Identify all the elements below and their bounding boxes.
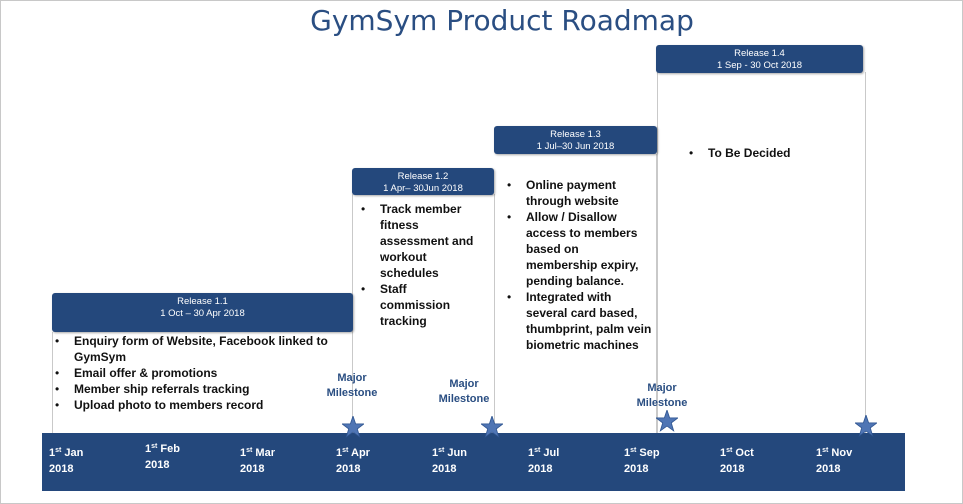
month-year: 2018 [145, 459, 170, 471]
milestone-line1: Major [647, 382, 677, 394]
release-1-3-header: Release 1.3 1 Jul–30 Jun 2018 [494, 126, 657, 154]
month-year: 2018 [624, 463, 649, 475]
month-name: Nov [831, 447, 853, 459]
major-milestone-label: Major Milestone [434, 377, 494, 407]
month-day: 1 [720, 447, 727, 459]
month-name: Oct [735, 447, 754, 459]
release-dates: 1 Sep - 30 Oct 2018 [716, 60, 803, 71]
major-milestone-label: Major Milestone [632, 381, 692, 411]
release-1-4-connector-left [657, 72, 658, 433]
release-1-3-items: Online payment through website Allow / D… [503, 177, 653, 353]
month-year: 2018 [49, 463, 74, 475]
month-name: Jul [543, 447, 560, 459]
release-1-1-items: Enquiry form of Website, Facebook linked… [51, 333, 351, 413]
month-label-apr: 1st Apr 2018 [336, 445, 370, 477]
release-item: To Be Decided [685, 145, 855, 161]
month-label-jan: 1st Jan 2018 [49, 445, 83, 477]
release-dates: 1 Jul–30 Jun 2018 [536, 141, 615, 152]
release-1-1-header: Release 1.1 1 Oct – 30 Apr 2018 [52, 293, 353, 332]
release-item: Staff commission tracking [357, 281, 477, 329]
month-suffix: st [246, 447, 253, 454]
milestone-star-icon [342, 416, 364, 438]
release-dates: 1 Oct – 30 Apr 2018 [160, 308, 245, 319]
month-day: 1 [528, 447, 535, 459]
release-1-3-connector [656, 154, 657, 433]
release-name: Release 1.1 [177, 296, 228, 307]
milestone-star-icon [855, 415, 877, 437]
month-name: Mar [255, 447, 275, 459]
release-dates: 1 Apr– 30Jun 2018 [383, 183, 463, 194]
month-year: 2018 [240, 463, 265, 475]
release-item: Email offer & promotions [51, 365, 351, 381]
milestone-line1: Major [449, 378, 479, 390]
month-suffix: st [726, 447, 733, 454]
month-suffix: st [822, 447, 829, 454]
release-item: Track member fitness assessment and work… [357, 201, 477, 281]
month-day: 1 [624, 447, 631, 459]
month-name: Sep [639, 447, 660, 459]
month-label-jul: 1st Jul 2018 [528, 445, 559, 477]
release-1-2-items: Track member fitness assessment and work… [357, 201, 477, 329]
month-suffix: st [534, 447, 541, 454]
release-1-2-header: Release 1.2 1 Apr– 30Jun 2018 [352, 168, 494, 195]
timeline-bar [42, 433, 905, 491]
major-milestone-label: Major Milestone [322, 371, 382, 401]
release-item: Allow / Disallow access to members based… [503, 209, 653, 289]
milestone-line2: Milestone [326, 387, 378, 399]
month-label-sep: 1st Sep 2018 [624, 445, 660, 477]
month-name: Feb [160, 443, 180, 455]
month-suffix: st [342, 447, 349, 454]
release-item: Upload photo to members record [51, 397, 351, 413]
milestone-star-icon [656, 410, 678, 432]
release-name: Release 1.3 [550, 129, 601, 140]
month-suffix: st [151, 443, 158, 450]
month-name: Jan [64, 447, 84, 459]
roadmap-title: GymSym Product Roadmap [310, 4, 694, 37]
month-suffix: st [438, 447, 445, 454]
release-item: Enquiry form of Website, Facebook linked… [51, 333, 351, 365]
month-year: 2018 [528, 463, 553, 475]
month-label-mar: 1st Mar 2018 [240, 445, 275, 477]
month-day: 1 [816, 447, 823, 459]
month-year: 2018 [336, 463, 361, 475]
month-name: Jun [447, 447, 467, 459]
month-label-nov: 1st Nov 2018 [816, 445, 852, 477]
month-day: 1 [336, 447, 343, 459]
milestone-line2: Milestone [438, 393, 490, 405]
milestone-line1: Major [337, 372, 367, 384]
release-1-2-connector-right [494, 194, 495, 433]
month-day: 1 [49, 447, 56, 459]
month-suffix: st [630, 447, 637, 454]
release-1-4-items: To Be Decided [685, 145, 855, 161]
month-label-oct: 1st Oct 2018 [720, 445, 754, 477]
release-item: Online payment through website [503, 177, 653, 209]
month-year: 2018 [432, 463, 457, 475]
month-suffix: st [55, 447, 62, 454]
month-year: 2018 [720, 463, 745, 475]
release-name: Release 1.4 [734, 48, 785, 59]
release-1-4-header: Release 1.4 1 Sep - 30 Oct 2018 [656, 45, 863, 73]
release-item: Integrated with several card based, thum… [503, 289, 653, 353]
month-day: 1 [145, 443, 152, 455]
month-name: Apr [351, 447, 370, 459]
month-day: 1 [240, 447, 247, 459]
month-year: 2018 [816, 463, 841, 475]
release-item: Member ship referrals tracking [51, 381, 351, 397]
month-label-jun: 1st Jun 2018 [432, 445, 467, 477]
milestone-line2: Milestone [636, 397, 688, 409]
milestone-star-icon [481, 416, 503, 438]
release-name: Release 1.2 [397, 171, 449, 182]
month-day: 1 [432, 447, 439, 459]
release-1-4-connector-right [865, 72, 866, 433]
month-label-feb: 1st Feb 2018 [145, 441, 180, 473]
